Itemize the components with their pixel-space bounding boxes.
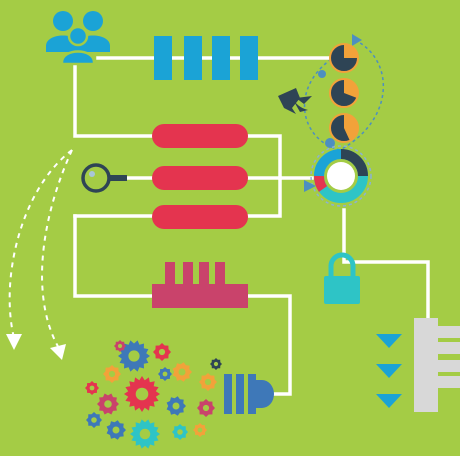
- gear-hole: [202, 404, 210, 412]
- gear-hole: [197, 427, 203, 433]
- down-arrow-icon: [376, 334, 402, 348]
- padlock-icon: [324, 252, 360, 304]
- gear-hole: [128, 350, 140, 362]
- server-rack-icon: [414, 318, 460, 412]
- gear-hole: [91, 417, 97, 423]
- gear-hole: [172, 402, 180, 410]
- gear-hole: [162, 371, 168, 377]
- bulb-base: [224, 374, 274, 414]
- down-arrow-icon: [376, 364, 402, 378]
- gear-hole: [135, 387, 149, 401]
- gear-hole: [89, 385, 95, 391]
- clock-pie-icon: [329, 78, 359, 108]
- clock-pie-icon: [329, 113, 359, 143]
- down-arrow-icon: [376, 394, 402, 408]
- donut-chart-icon: [304, 145, 372, 207]
- gear-hole: [112, 426, 120, 434]
- gear-hole: [104, 400, 112, 408]
- clock-pie-icon: [329, 43, 359, 73]
- dashed-flow-arrows: [8, 149, 73, 351]
- gear-hole: [108, 370, 116, 378]
- connector-lines: [73, 56, 430, 396]
- gear-hole: [158, 348, 166, 356]
- search-magnifier-icon: [81, 163, 127, 193]
- arrow-head-right: [50, 344, 66, 360]
- gear-hole: [139, 428, 151, 440]
- gear-hole: [213, 361, 219, 367]
- arrow-head-left: [6, 334, 22, 350]
- users-group-icon: [46, 11, 110, 66]
- data-bars-icon: [154, 36, 258, 80]
- gear-cluster: [85, 340, 222, 449]
- gear-hole: [178, 368, 186, 376]
- gear-hole: [204, 378, 212, 386]
- gears-lightbulb-icon: [85, 340, 274, 449]
- bird-icon: [278, 88, 312, 114]
- capsule-icon: [152, 205, 248, 229]
- gear-hole: [117, 343, 123, 349]
- dotted-orbit: [303, 34, 385, 151]
- capsule-icon: [152, 166, 248, 190]
- factory-icon: [152, 262, 248, 308]
- capsule-icon: [152, 124, 248, 148]
- gear-hole: [177, 429, 183, 435]
